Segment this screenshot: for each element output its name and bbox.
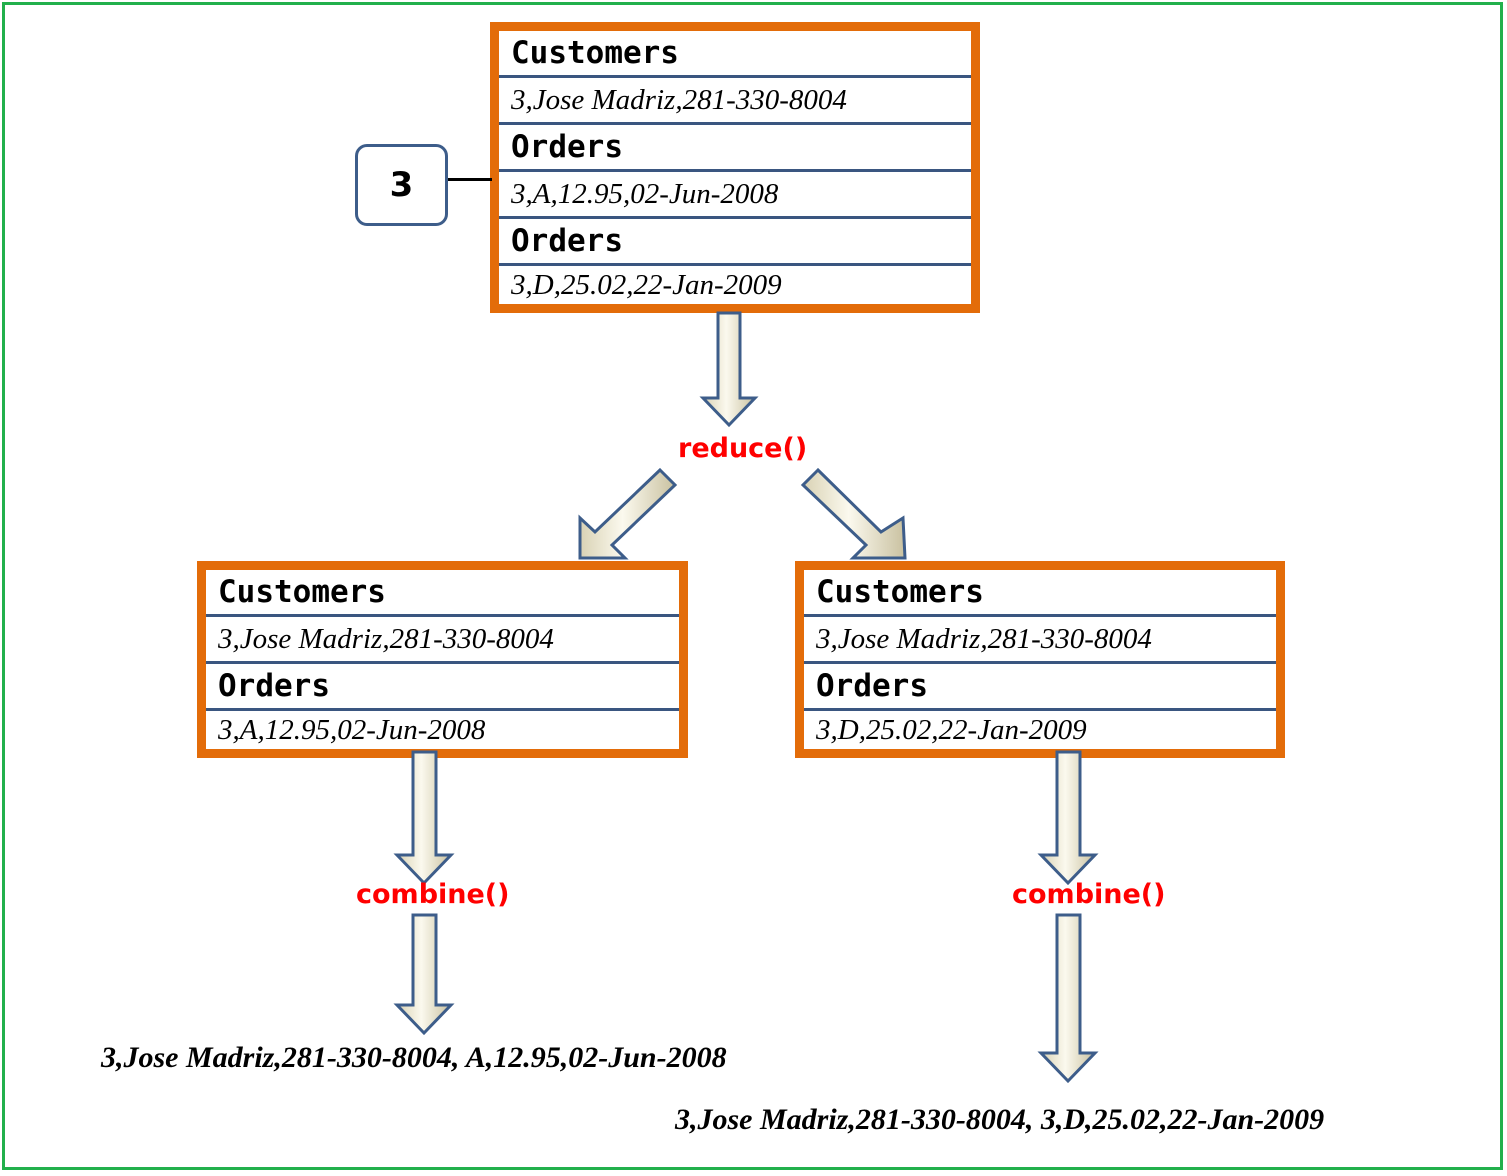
table-header-orders: Orders bbox=[804, 664, 1276, 711]
result-record-left: 3,Jose Madriz,281-330-8004, A,12.95,02-J… bbox=[101, 1041, 727, 1074]
customer-record: 3,Jose Madriz,281-330-8004 bbox=[804, 617, 1276, 664]
order-record: 3,A,12.95,02-Jun-2008 bbox=[499, 172, 971, 219]
down-arrow bbox=[393, 750, 455, 886]
down-arrow bbox=[1037, 913, 1099, 1084]
right-record-table: Customers 3,Jose Madriz,281-330-8004 Ord… bbox=[795, 561, 1285, 758]
down-arrow bbox=[1037, 750, 1099, 886]
table-header-orders: Orders bbox=[206, 664, 679, 711]
key-connector-line bbox=[448, 178, 492, 181]
table-header-customers: Customers bbox=[206, 570, 679, 617]
order-record: 3,A,12.95,02-Jun-2008 bbox=[218, 714, 486, 746]
diagonal-arrow-left bbox=[578, 467, 678, 560]
customer-record: 3,Jose Madriz,281-330-8004 bbox=[206, 617, 679, 664]
left-record-table: Customers 3,Jose Madriz,281-330-8004 Ord… bbox=[197, 561, 688, 758]
down-arrow bbox=[393, 913, 455, 1036]
customer-record: 3,Jose Madriz,281-330-8004 bbox=[499, 78, 971, 125]
order-record: 3,D,25.02,22-Jan-2009 bbox=[511, 269, 782, 301]
reduce-label: reduce() bbox=[678, 433, 808, 464]
join-key-box: 3 bbox=[355, 144, 448, 226]
combine-label-right: combine() bbox=[1012, 879, 1166, 910]
result-record-right: 3,Jose Madriz,281-330-8004, 3,D,25.02,22… bbox=[675, 1103, 1325, 1136]
table-header-orders: Orders bbox=[499, 219, 971, 266]
table-header-customers: Customers bbox=[499, 31, 971, 78]
combine-label-left: combine() bbox=[356, 879, 510, 910]
table-header-customers: Customers bbox=[804, 570, 1276, 617]
table-header-orders: Orders bbox=[499, 125, 971, 172]
order-record: 3,D,25.02,22-Jan-2009 bbox=[816, 714, 1087, 746]
diagonal-arrow-right bbox=[800, 467, 907, 560]
top-record-table: Customers 3,Jose Madriz,281-330-8004 Ord… bbox=[490, 22, 980, 313]
down-arrow bbox=[699, 311, 759, 428]
